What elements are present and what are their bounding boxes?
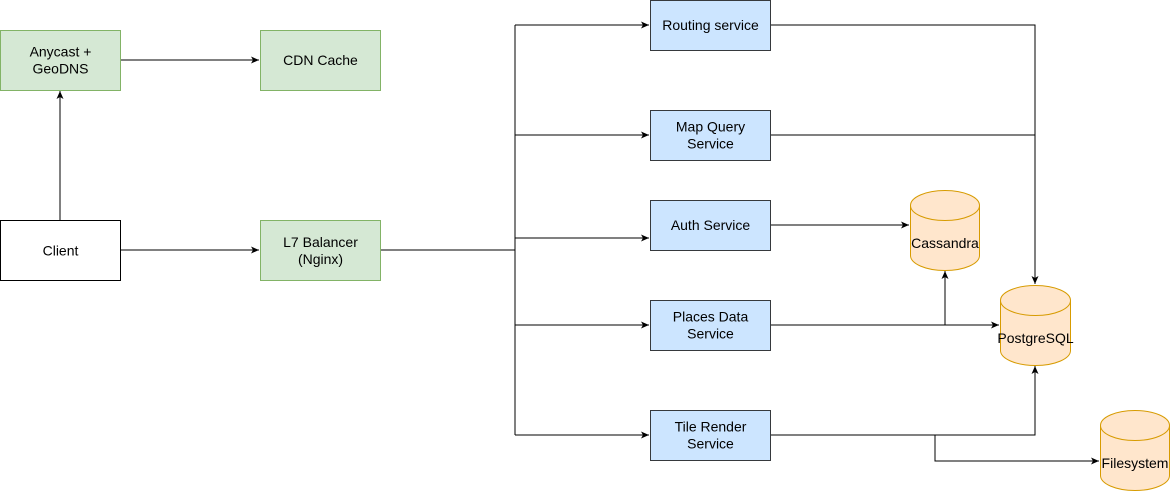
label-line: Map Query (676, 119, 745, 135)
label-line: Filesystem (1102, 455, 1169, 471)
label-line: Anycast + (30, 44, 92, 60)
label-line: PostgreSQL (997, 330, 1073, 346)
svg-text:Auth Service: Auth Service (671, 217, 751, 233)
svg-text:CDN Cache: CDN Cache (283, 52, 358, 68)
edge-tile-to-postgres (770, 366, 1039, 436)
node-cdn-cache: CDN Cache (260, 30, 381, 91)
label-line: L7 Balancer (283, 234, 358, 250)
label-line: Auth Service (671, 217, 751, 233)
node-l7-balancer: L7 Balancer(Nginx) (260, 220, 381, 281)
svg-text:Client: Client (43, 243, 79, 259)
label-line: Places Data (673, 309, 749, 325)
edge-tile-to-filesystem (934, 435, 1099, 465)
label-line: Client (43, 243, 79, 259)
label-line: Service (687, 136, 734, 152)
label-line: Service (687, 326, 734, 342)
svg-text:Cassandra: Cassandra (911, 235, 979, 251)
node-client: Client (0, 220, 121, 281)
label-line: Tile Render (675, 419, 747, 435)
node-cassandra-database: Cassandra (910, 190, 980, 271)
node-filesystem-storage: Filesystem (1100, 410, 1170, 491)
svg-text:L7 Balancer(Nginx): L7 Balancer(Nginx) (283, 234, 358, 267)
label-line: GeoDNS (32, 61, 88, 77)
label-line: Routing service (662, 17, 759, 33)
node-postgresql-database: PostgreSQL (997, 285, 1074, 366)
node-auth-service: Auth Service (650, 200, 771, 251)
label-line: (Nginx) (298, 251, 343, 267)
label-line: Service (687, 436, 734, 452)
svg-text:Anycast +GeoDNS: Anycast +GeoDNS (30, 44, 92, 77)
edge-routing-to-postgres (770, 24, 1039, 284)
label-line: Cassandra (911, 235, 979, 251)
svg-text:Routing service: Routing service (662, 17, 759, 33)
label-line: CDN Cache (283, 52, 358, 68)
node-anycast-geodns: Anycast +GeoDNS (0, 30, 121, 91)
edges (56, 21, 1099, 465)
svg-text:Filesystem: Filesystem (1102, 455, 1169, 471)
node-routing-service: Routing service (650, 0, 771, 51)
svg-text:PostgreSQL: PostgreSQL (997, 330, 1073, 346)
